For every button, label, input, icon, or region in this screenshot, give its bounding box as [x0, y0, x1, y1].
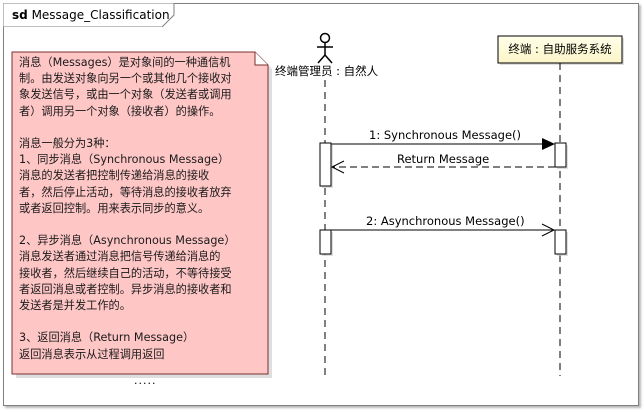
note-text: 消息（Messages）是对象间的一种通信机 制。由发送对象向另一个或其他几个接…: [19, 55, 261, 363]
return-message-label: Return Message: [397, 152, 489, 166]
note-line: 消息（Messages）是对象间的一种通信机: [19, 56, 231, 69]
actor-stick-figure-icon[interactable]: [317, 32, 333, 64]
note-line: 制。由发送对象向另一个或其他几个接收对: [19, 72, 232, 86]
synchronous-message-label: 1: Synchronous Message(): [369, 128, 521, 142]
note-line: 象发送信号，或由一个对象（发送者或调用: [19, 88, 232, 102]
note-shape[interactable]: [11, 51, 272, 378]
note-line: 者返回消息或者控制。异步消息的接收者和: [19, 282, 232, 296]
return-message-arrow[interactable]: [330, 160, 555, 174]
note-line: 1、同步消息（Synchronous Message）: [19, 153, 230, 167]
synchronous-message-arrow[interactable]: [331, 138, 555, 150]
note-blank-line: [19, 314, 261, 330]
object-box[interactable]: [497, 35, 624, 65]
note-line: 者）调用另一个对象（接收者）的操作。: [19, 104, 221, 118]
note-line: 2、异步消息（Asynchronous Message）: [19, 234, 236, 248]
actor-activation-bar-1[interactable]: [319, 142, 333, 188]
asynchronous-message-label: 2: Asynchronous Message(): [366, 214, 525, 228]
note-line: 发送者是并发工作的。: [19, 299, 131, 313]
note-line: 接收者，然后继续自己的活动，不等待接受: [19, 266, 232, 280]
note-line: 3、返回消息（Return Message）: [19, 331, 195, 345]
actor-activation-bar-2[interactable]: [319, 229, 333, 256]
note-blank-line: [19, 217, 261, 233]
frame-title: sd Message_Classification: [12, 8, 170, 22]
object-activation-bar-2[interactable]: [554, 229, 568, 256]
object-label: 终端 : 自助服务系统: [508, 42, 612, 56]
actor-label: 终端管理员 : 自然人: [275, 64, 379, 78]
note-line: 或者返回控制。用来表示同步的意义。: [19, 201, 210, 215]
object-activation-bar-1[interactable]: [554, 142, 568, 169]
note-line: 消息一般分为3种：: [19, 137, 116, 150]
frame-name: Message_Classification: [31, 8, 170, 22]
note-line: 返回消息表示从过程调用返回: [19, 347, 165, 361]
note-line: 者，然后停止活动，等待消息的接收者放弃: [19, 185, 232, 199]
note-blank-line: [19, 120, 261, 136]
asynchronous-message-arrow[interactable]: [331, 223, 556, 237]
note-line: 消息发送者通过消息把信号传递给消息的: [19, 250, 221, 264]
note-line: 消息的发送者把控制传递给消息的接收: [19, 169, 210, 183]
frame-keyword: sd: [12, 8, 28, 22]
frame-title-tab: sd Message_Classification: [3, 3, 175, 27]
note-ellipsis: .....: [134, 374, 157, 387]
